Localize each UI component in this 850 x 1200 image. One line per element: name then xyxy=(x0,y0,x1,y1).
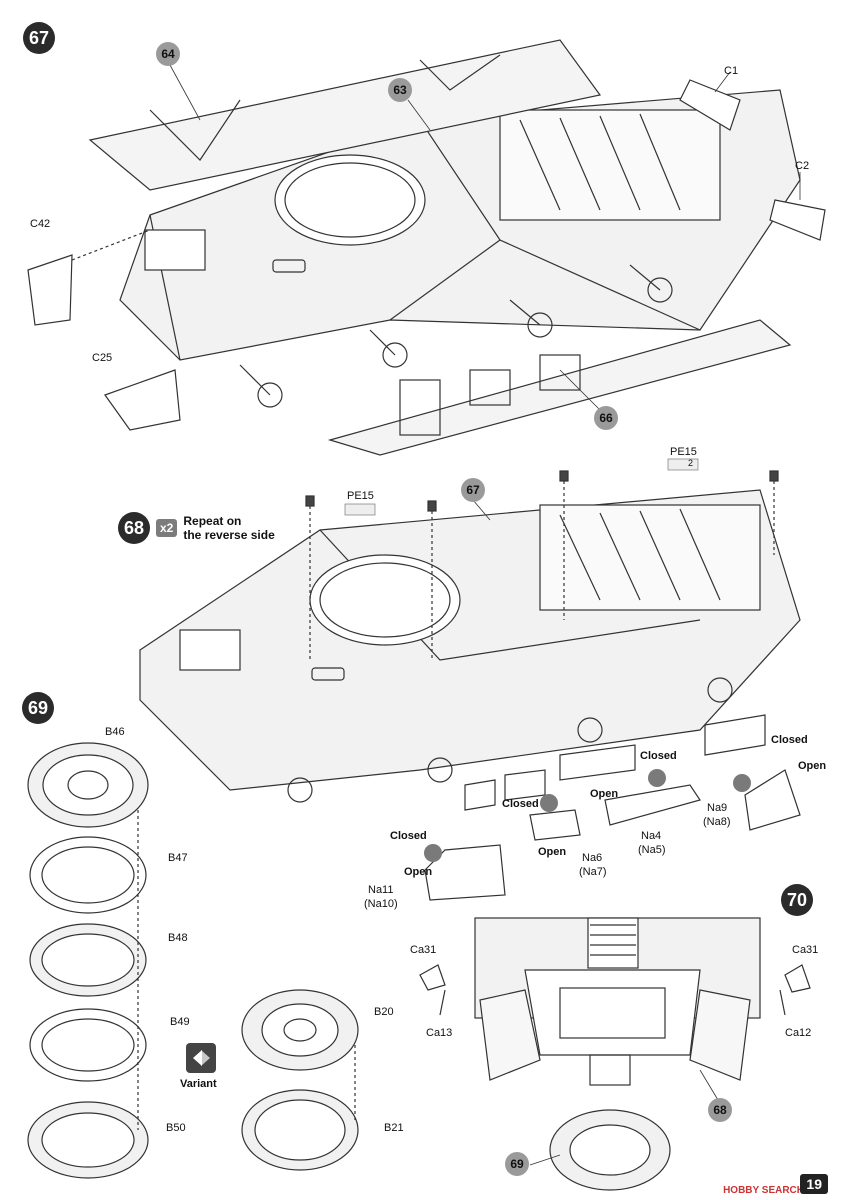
part-label-na5: (Na5) xyxy=(638,844,666,856)
part-bubble-68: 68 xyxy=(708,1098,732,1122)
closed-label-1: Closed xyxy=(390,830,427,842)
part-bubble-63: 63 xyxy=(388,78,412,102)
part-label-b46: B46 xyxy=(105,726,125,738)
part-label-c42: C42 xyxy=(30,218,51,230)
part-label-na11: Na11 xyxy=(368,884,394,896)
part-label-pe15-b: PE15 xyxy=(347,490,374,502)
part-label-b21: B21 xyxy=(384,1122,404,1134)
closed-label-2: Closed xyxy=(502,798,539,810)
closed-label-3: Closed xyxy=(640,750,677,762)
repeat-multiplier: x2 xyxy=(156,519,178,537)
part-label-na7: (Na7) xyxy=(579,866,607,878)
fender-drawing-66 xyxy=(327,319,792,456)
open-label-2: Open xyxy=(538,846,567,858)
part-label-c25: C25 xyxy=(92,352,113,364)
vehicle-hull-drawing-70 xyxy=(419,917,811,1191)
part-bubble-69: 69 xyxy=(505,1152,529,1176)
part-label-c1: C1 xyxy=(724,65,739,77)
part-label-na8: (Na8) xyxy=(703,816,731,828)
part-label-b47: B47 xyxy=(168,852,188,864)
step-68-number-inline: 68 xyxy=(118,512,150,544)
part-label-ca31-left: Ca31 xyxy=(410,944,437,956)
rotate-icon-group xyxy=(424,769,751,862)
part-label-b20: B20 xyxy=(374,1006,394,1018)
variant-label: Variant xyxy=(180,1078,217,1090)
part-label-ca31-right: Ca31 xyxy=(792,944,819,956)
part-label-b50: B50 xyxy=(166,1122,186,1134)
repeat-line-2: the reverse side xyxy=(183,528,275,542)
part-label-b48: B48 xyxy=(168,932,188,944)
part-label-na9: Na9 xyxy=(707,802,728,814)
part-label-c2: C2 xyxy=(795,160,810,172)
vehicle-hull-drawing-67 xyxy=(119,89,801,408)
repeat-text: Repeat on the reverse side xyxy=(183,514,274,542)
part-bubble-66: 66 xyxy=(594,406,618,430)
open-label-4: Open xyxy=(798,760,827,772)
part-label-na10: (Na10) xyxy=(364,898,398,910)
watermark: HOBBY SEARCH xyxy=(723,1185,804,1196)
part-label-na4: Na4 xyxy=(641,830,662,842)
wheel-drawing-variant xyxy=(241,989,359,1171)
part-label-na6: Na6 xyxy=(582,852,603,864)
vehicle-hull-drawing-68 xyxy=(139,470,801,803)
step-67-number: 67 xyxy=(23,22,55,54)
open-label-3: Open xyxy=(590,788,619,800)
repeat-line-1: Repeat on xyxy=(183,514,242,528)
repeat-note: 68 x2 Repeat on the reverse side xyxy=(118,512,275,544)
page-number: 19 xyxy=(800,1174,828,1194)
pe15-count: 2 xyxy=(688,458,694,468)
part-label-ca13: Ca13 xyxy=(426,1027,453,1039)
step-69-number: 69 xyxy=(22,692,54,724)
part-bubble-67: 67 xyxy=(461,478,485,502)
part-label-b49: B49 xyxy=(170,1016,190,1028)
closed-label-4: Closed xyxy=(771,734,808,746)
variant-icon xyxy=(186,1043,216,1073)
open-label-1: Open xyxy=(404,866,433,878)
part-label-pe15-a: PE15 xyxy=(670,446,697,458)
step-70-number: 70 xyxy=(781,884,813,916)
part-bubble-64: 64 xyxy=(156,42,180,66)
part-label-ca12: Ca12 xyxy=(785,1027,812,1039)
fender-drawing-64 xyxy=(88,39,602,191)
wheel-drawing-stack xyxy=(27,742,149,1179)
